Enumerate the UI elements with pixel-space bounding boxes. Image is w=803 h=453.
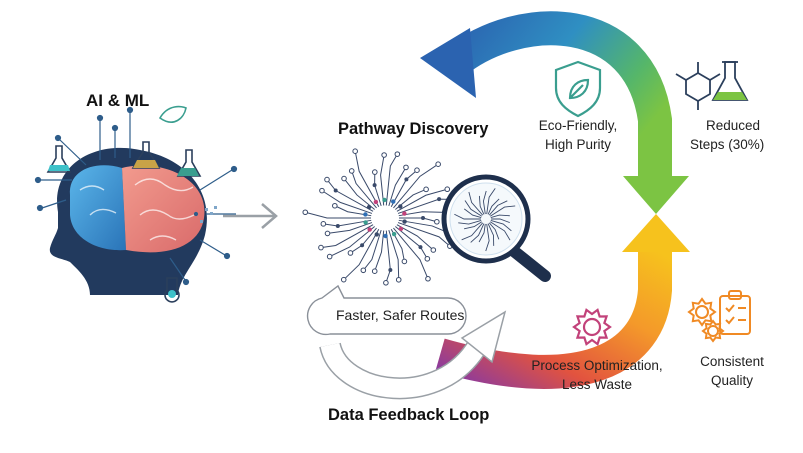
arrowhead-top-down: [623, 176, 689, 214]
flow-arrow-gray: [223, 203, 278, 229]
arrowhead-bottom-up: [622, 214, 690, 252]
brain-circuit-icon: [34, 106, 238, 295]
consistent-line1: Consistent: [700, 354, 764, 369]
process-line1: Process Optimization,: [531, 358, 663, 373]
faster-safer-routes-label: Faster, Safer Routes: [336, 307, 465, 323]
neural-network-icon: [302, 148, 457, 286]
reduced-steps-label: Reduced Steps (30%): [690, 116, 800, 154]
consistent-line2: Quality: [710, 373, 754, 388]
cycle-arrow-top: [420, 11, 689, 214]
arrowhead-top-left: [420, 28, 476, 98]
eco-friendly-line2: High Purity: [544, 137, 612, 152]
data-feedback-loop-title: Data Feedback Loop: [328, 406, 490, 424]
eco-friendly-label: Eco-Friendly, High Purity: [522, 116, 634, 154]
flask-icon: [46, 141, 202, 303]
ai-ml-title: AI & ML: [86, 91, 150, 110]
gear-icon: [572, 308, 612, 346]
leaf-icon: [158, 105, 187, 123]
magnifier-icon: [441, 174, 551, 282]
process-optimization-label: Process Optimization, Less Waste: [528, 356, 666, 394]
cycle-arrow-bottom: [435, 214, 690, 389]
process-line2: Less Waste: [561, 377, 633, 392]
molecule-flask-icon: [675, 61, 749, 110]
leaf-shield-icon: [554, 60, 602, 118]
eco-friendly-line1: Eco-Friendly,: [538, 118, 618, 133]
feedback-swoosh: [319, 310, 507, 400]
gear-clipboard-icon: [687, 290, 751, 343]
speech-bubble: [306, 284, 467, 336]
reduced-line1: Reduced: [706, 118, 761, 133]
pathway-discovery-title: Pathway Discovery: [338, 120, 489, 138]
consistent-quality-label: Consistent Quality: [684, 352, 780, 390]
reduced-line2: Steps (30%): [690, 137, 765, 152]
